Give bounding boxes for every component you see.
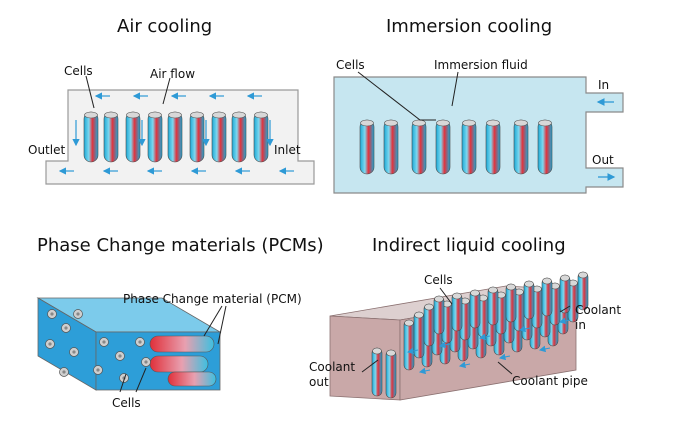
immersion-fluid-label: Immersion fluid [434, 58, 528, 72]
pcm-title: Phase Change materials (PCMs) [37, 235, 324, 256]
indirect-cell [385, 349, 397, 399]
coolant-out-label-line2: out [309, 375, 329, 389]
pcm-material-label: Phase Change material (PCM) [123, 292, 302, 306]
pcm-cell-end [115, 351, 125, 361]
immersion-out-label: Out [592, 153, 614, 167]
coolant-pipe-label: Coolant pipe [512, 374, 588, 388]
pcm-cells-label: Cells [112, 396, 141, 410]
indirect-cell [441, 300, 453, 344]
air-cell [189, 111, 205, 163]
immersion-in-label: In [598, 78, 610, 92]
pcm-cell-end [69, 347, 79, 357]
immersion-cell [513, 119, 529, 175]
immersion-cell [383, 119, 399, 175]
coolant-in-label-line2: in [575, 318, 586, 332]
indirect-cooling-title: Indirect liquid cooling [372, 235, 566, 256]
indirect-cell [451, 292, 463, 332]
air-flow-label: Air flow [150, 67, 196, 81]
immersion-cell [485, 119, 501, 175]
indirect-cell [523, 280, 535, 320]
air-inlet-label: Inlet [274, 143, 301, 157]
coolant-out-label-line1: Coolant [309, 360, 356, 374]
air-cells-label: Cells [64, 64, 93, 78]
immersion-cooling-illustration [333, 71, 624, 194]
air-cell [103, 111, 119, 163]
immersion-cell [537, 119, 553, 175]
pcm-cell-end [99, 337, 109, 347]
pcm-cell-end [59, 367, 69, 377]
pcm-cell-end [73, 309, 83, 319]
air-cell [83, 111, 99, 163]
pcm-cell-end [45, 339, 55, 349]
indirect-cell [459, 297, 471, 341]
indirect-cell [505, 283, 517, 323]
immersion-cell [461, 119, 477, 175]
air-cell [167, 111, 183, 163]
air-cell [125, 111, 141, 163]
immersion-cell [359, 119, 375, 175]
indirect-cooling-illustration [329, 271, 589, 401]
pcm-illustration [36, 297, 227, 393]
air-cell [253, 111, 269, 163]
pcm-cell-end [135, 337, 145, 347]
indirect-cell [413, 311, 425, 359]
indirect-cell [487, 286, 499, 326]
indirect-cell [541, 277, 553, 317]
indirect-cell [403, 319, 415, 371]
air-cell [231, 111, 247, 163]
air-cooling-title: Air cooling [117, 16, 213, 37]
coolant-in-label-line1: Coolant [575, 303, 622, 317]
immersion-cell [411, 119, 427, 175]
immersion-cells-label: Cells [336, 58, 365, 72]
indirect-cell [559, 274, 571, 314]
indirect-cell [469, 289, 481, 329]
air-cell [147, 111, 163, 163]
pcm-cell-end [47, 309, 57, 319]
air-cell [211, 111, 227, 163]
indirect-cell [531, 285, 543, 329]
indirect-cell [433, 295, 445, 335]
indirect-cell [423, 303, 435, 347]
air-cooling-illustration [45, 75, 315, 185]
pcm-cell-end [141, 357, 151, 367]
air-outlet-label: Outlet [28, 143, 66, 157]
immersion-cooling-title: Immersion cooling [386, 16, 553, 37]
pcm-cell-end [93, 365, 103, 375]
indirect-cell [577, 271, 589, 311]
indirect-cell [371, 347, 383, 397]
pcm-cell-end [61, 323, 71, 333]
indirect-cells-label: Cells [424, 273, 453, 287]
immersion-cell [435, 119, 451, 175]
